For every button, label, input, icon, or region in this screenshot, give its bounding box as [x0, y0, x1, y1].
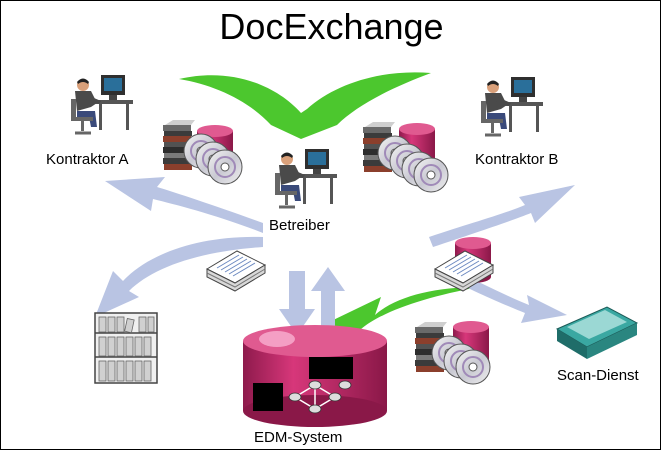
- paper-stack-icon: [206, 250, 266, 292]
- contractor-a-archive-cluster: [163, 120, 243, 185]
- operator-archive-cluster: [363, 122, 449, 193]
- label-operator: Betreiber: [269, 217, 330, 234]
- blue-arrow-to-contractor-a: [105, 177, 263, 233]
- archive-shelf-icon: [94, 312, 158, 384]
- cd-icon: [413, 157, 449, 193]
- label-edm-system: EDM-System: [254, 429, 343, 446]
- cd-icon: [207, 149, 243, 185]
- blue-arrow-to-contractor-b: [429, 185, 575, 247]
- cd-icon: [455, 349, 491, 385]
- label-contractor-a: Kontraktor A: [46, 151, 129, 168]
- scan-input-cluster: [434, 237, 494, 292]
- blue-arrow-up-from-edm: [311, 267, 345, 331]
- diagram-title: DocExchange: [219, 6, 444, 47]
- network-diagram-icon: [253, 331, 353, 414]
- green-arrow-to-edm: [327, 287, 479, 339]
- scanner-icon: [555, 306, 639, 359]
- edm-output-cluster: [415, 321, 491, 385]
- green-merge-arrow: [179, 72, 431, 139]
- operator-person-icon: [273, 147, 339, 209]
- blue-arrow-down-to-edm: [279, 271, 315, 335]
- label-contractor-b: Kontraktor B: [475, 151, 559, 168]
- edm-system-icon: [243, 325, 387, 427]
- blue-arrow-to-archive: [95, 236, 263, 317]
- contractor-b-person-icon: [479, 75, 545, 137]
- label-scan-service: Scan-Dienst: [557, 367, 639, 384]
- contractor-a-person-icon: [69, 73, 135, 135]
